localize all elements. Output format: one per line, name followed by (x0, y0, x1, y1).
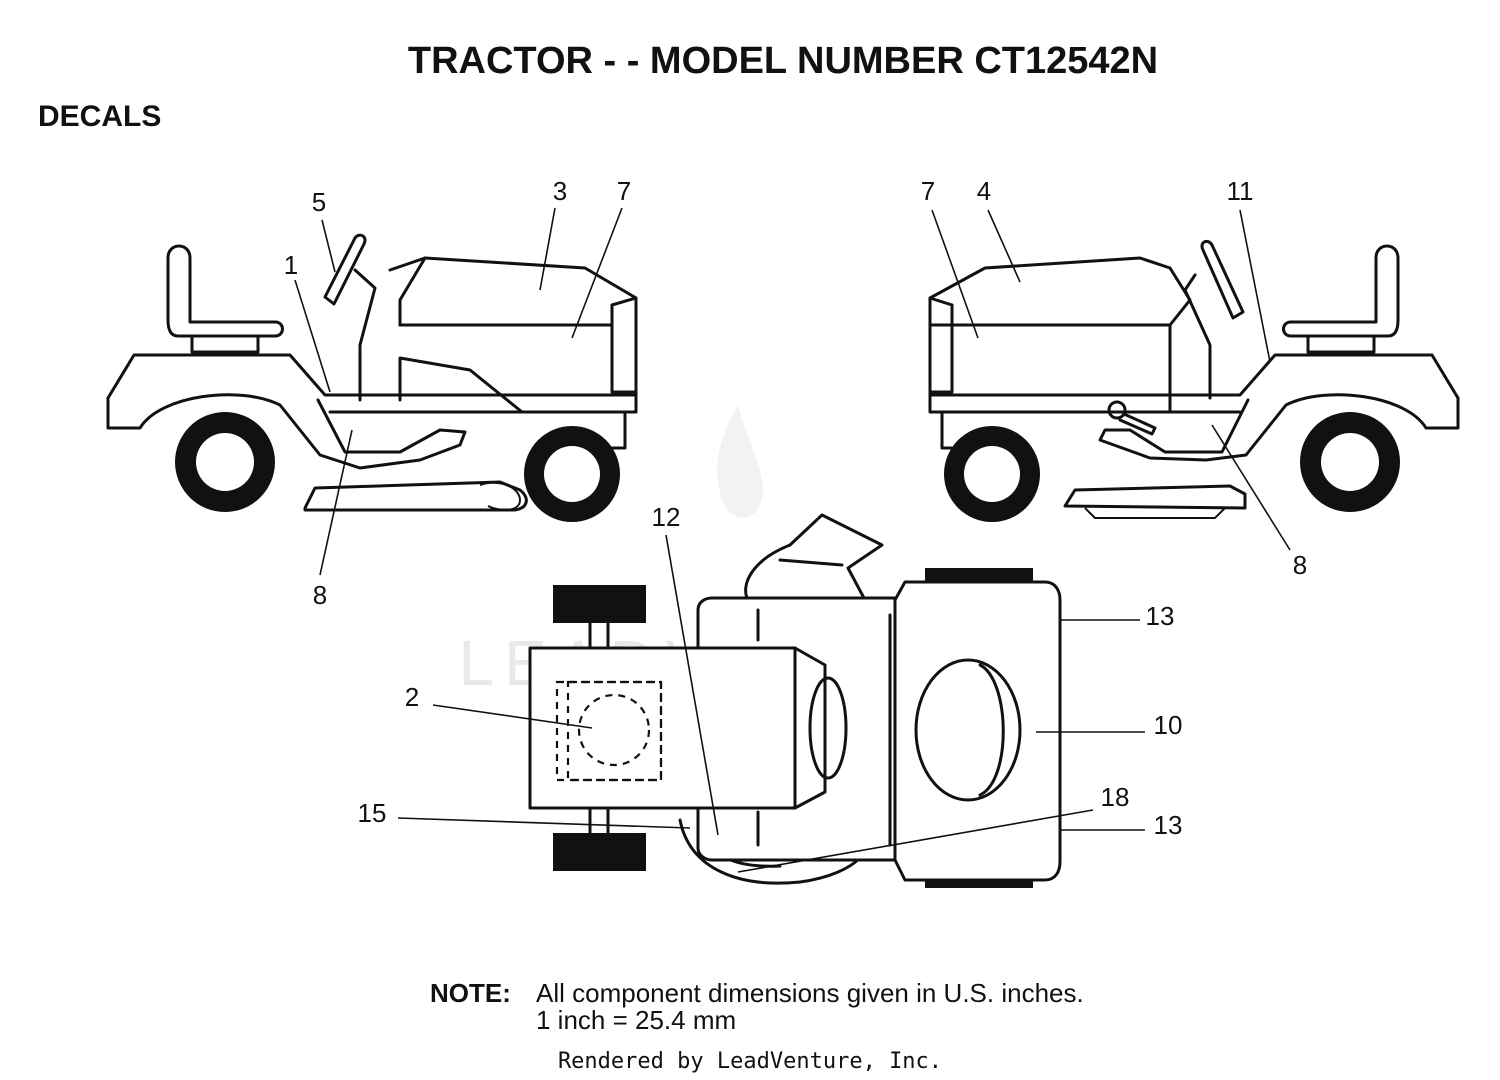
page-title: TRACTOR - - MODEL NUMBER CT12542N (408, 40, 1158, 82)
note-line-1: All component dimensions given in U.S. i… (536, 978, 1084, 1008)
callout-7-right: 7 (921, 176, 935, 206)
callout-4: 4 (977, 176, 991, 206)
callout-15: 15 (358, 798, 387, 828)
callout-10: 10 (1154, 710, 1183, 740)
callout-2: 2 (405, 682, 419, 712)
callout-3: 3 (553, 176, 567, 206)
callout-5: 5 (312, 187, 326, 217)
callout-12: 12 (652, 502, 681, 532)
callout-1: 1 (284, 250, 298, 280)
tractor-top-view (528, 513, 1062, 888)
section-title: DECALS (38, 100, 161, 133)
note-label: NOTE: (430, 978, 511, 1008)
callout-11: 11 (1227, 176, 1254, 206)
tractor-left-side-view (106, 233, 638, 522)
callout-7: 7 (617, 176, 631, 206)
tractor-right-side-view (928, 239, 1460, 522)
callout-13-top: 13 (1146, 601, 1175, 631)
credit-text: Rendered by LeadVenture, Inc. (558, 1049, 942, 1074)
callout-8-right: 8 (1293, 550, 1307, 580)
callout-13-bottom: 13 (1154, 810, 1183, 840)
note-line-2: 1 inch = 25.4 mm (536, 1005, 736, 1035)
callout-18: 18 (1101, 782, 1130, 812)
callout-8-left: 8 (313, 580, 327, 610)
